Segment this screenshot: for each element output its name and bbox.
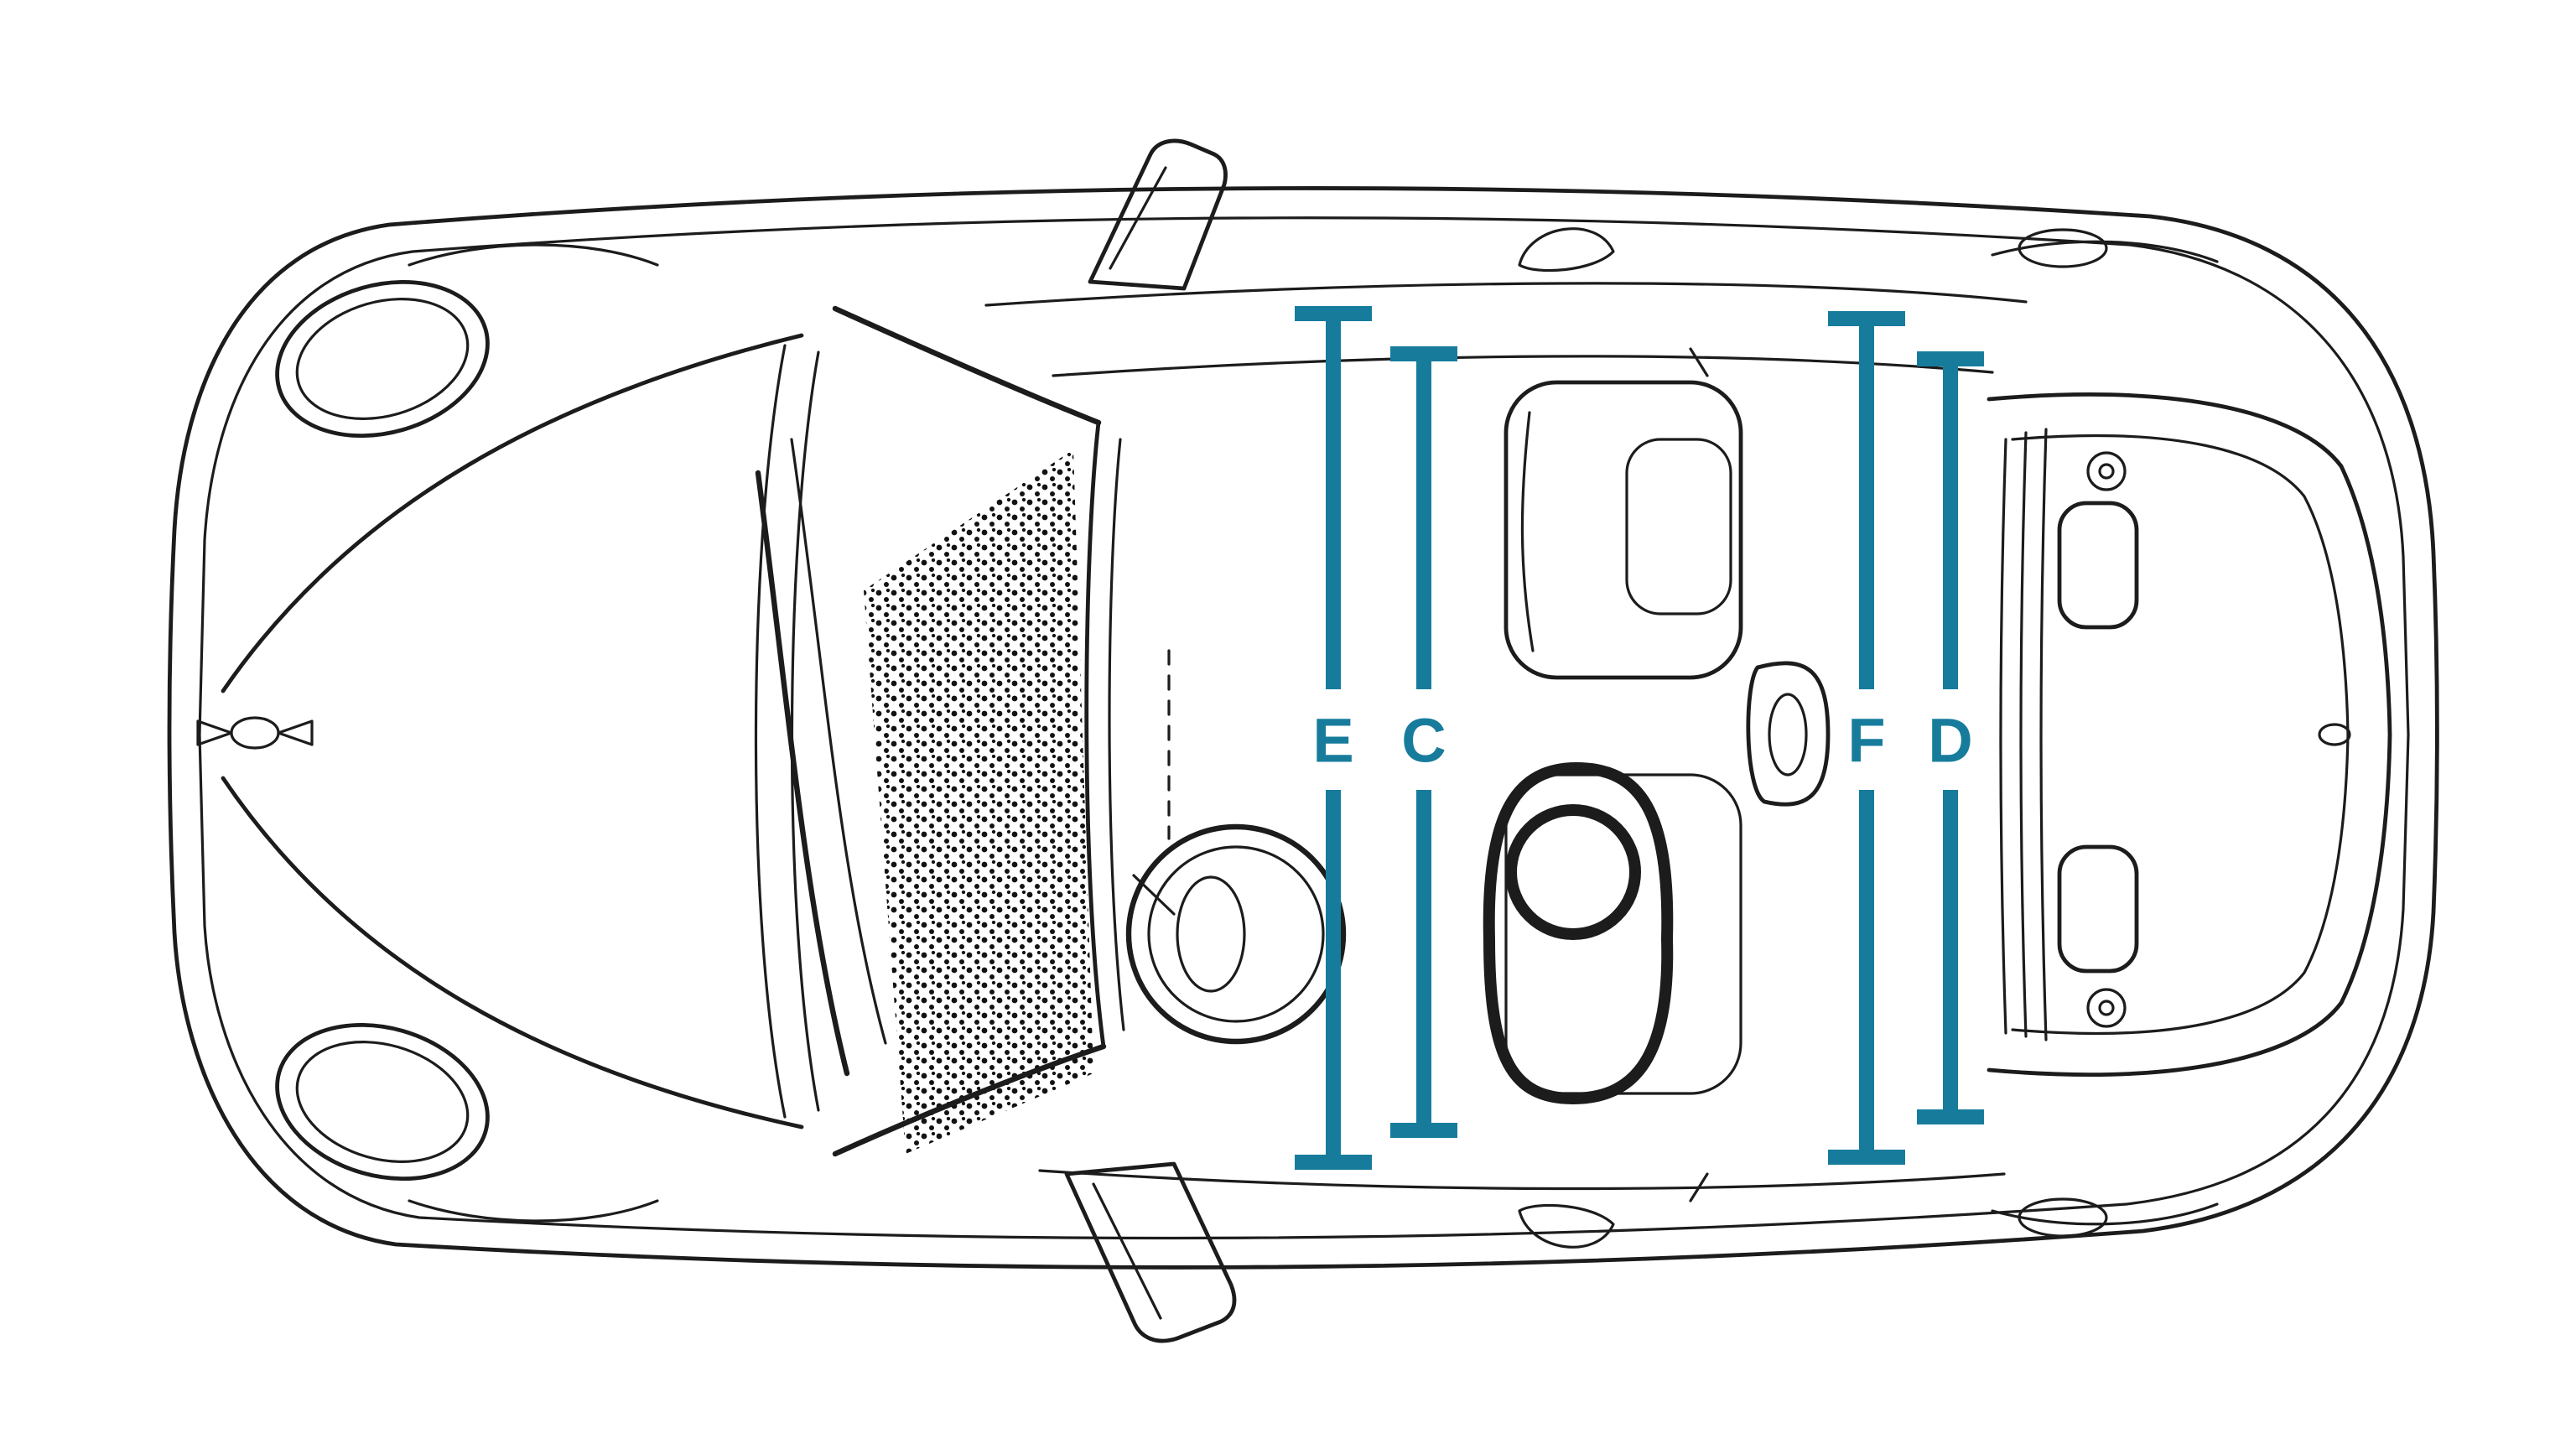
car-drawing xyxy=(167,138,2439,1343)
rear-headrests xyxy=(2057,501,2139,974)
rear-window xyxy=(1987,392,2392,1077)
dimension-marker-D: D xyxy=(1917,351,1984,1124)
dimension-label-E: E xyxy=(1312,706,1353,776)
side-mirror-top xyxy=(1088,138,1228,291)
dimension-label-D: D xyxy=(1928,706,1972,776)
dimension-label-F: F xyxy=(1847,706,1885,776)
headlights xyxy=(275,279,490,1182)
dimension-marker-C: C xyxy=(1390,346,1457,1138)
wipers xyxy=(755,438,887,1077)
dimension-marker-E: E xyxy=(1295,306,1372,1170)
dimension-label-C: C xyxy=(1401,706,1446,776)
front-emblem xyxy=(196,716,314,750)
windshield-stipple xyxy=(864,449,1093,1154)
roof-antenna-top xyxy=(1518,227,1615,273)
windshield-frame xyxy=(832,305,1125,1157)
roof-detail-bottom xyxy=(2018,1197,2108,1238)
center-console xyxy=(1746,661,1831,807)
car-body-outline xyxy=(167,186,2439,1270)
rear-bench-lines xyxy=(1999,428,2048,1041)
front-seat-driver xyxy=(1483,762,1742,1104)
dimension-marker-F: F xyxy=(1828,311,1905,1165)
steering-wheel xyxy=(1125,823,1347,1045)
front-seat-passenger xyxy=(1504,380,1743,680)
roof-antenna-bottom xyxy=(1518,1203,1615,1249)
rear-emblem xyxy=(2318,723,2351,746)
roof-detail-top xyxy=(2018,228,2108,268)
rear-mounts xyxy=(2086,451,2127,1028)
side-mirror-bottom xyxy=(1064,1161,1237,1343)
